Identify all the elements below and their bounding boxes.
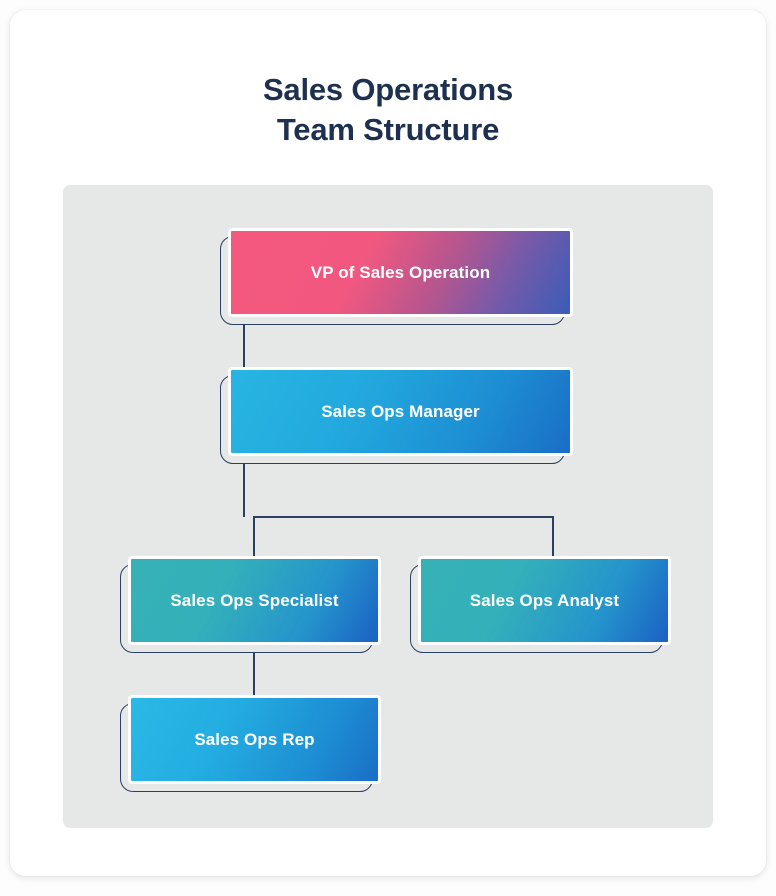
node-face: Sales Ops Manager [228,367,573,456]
node-label: Sales Ops Manager [321,401,480,421]
node-label: VP of Sales Operation [310,262,491,282]
node-label: Sales Ops Analyst [469,590,620,610]
node-face: VP of Sales Operation [228,228,573,317]
connector-specialist-to-rep [253,653,255,700]
node-label: Sales Ops Rep [194,729,315,749]
node-face: Sales Ops Analyst [418,556,671,645]
node-sales-ops-rep[interactable]: Sales Ops Rep [120,695,381,792]
diagram-card: Sales Operations Team Structure VP of Sa… [10,10,766,876]
page-title-line-2: Team Structure [276,112,500,147]
node-sales-ops-manager[interactable]: Sales Ops Manager [220,367,573,464]
connector-bar-to-specialist [253,516,255,561]
node-sales-ops-analyst[interactable]: Sales Ops Analyst [410,556,671,653]
connector-vp-to-manager [243,325,245,372]
node-vp-of-sales-operation[interactable]: VP of Sales Operation [220,228,573,325]
connector-bar-to-analyst [552,516,554,561]
connector-manager-stem [243,464,245,517]
node-face: Sales Ops Specialist [128,556,381,645]
node-sales-ops-specialist[interactable]: Sales Ops Specialist [120,556,381,653]
node-label: Sales Ops Specialist [170,590,339,610]
page-title-line-1: Sales Operations [262,72,514,107]
org-chart-panel: VP of Sales Operation Sales Ops Manager … [63,185,713,828]
connector-branch-bar [253,516,553,518]
node-face: Sales Ops Rep [128,695,381,784]
page-title: Sales Operations Team Structure [10,70,766,150]
